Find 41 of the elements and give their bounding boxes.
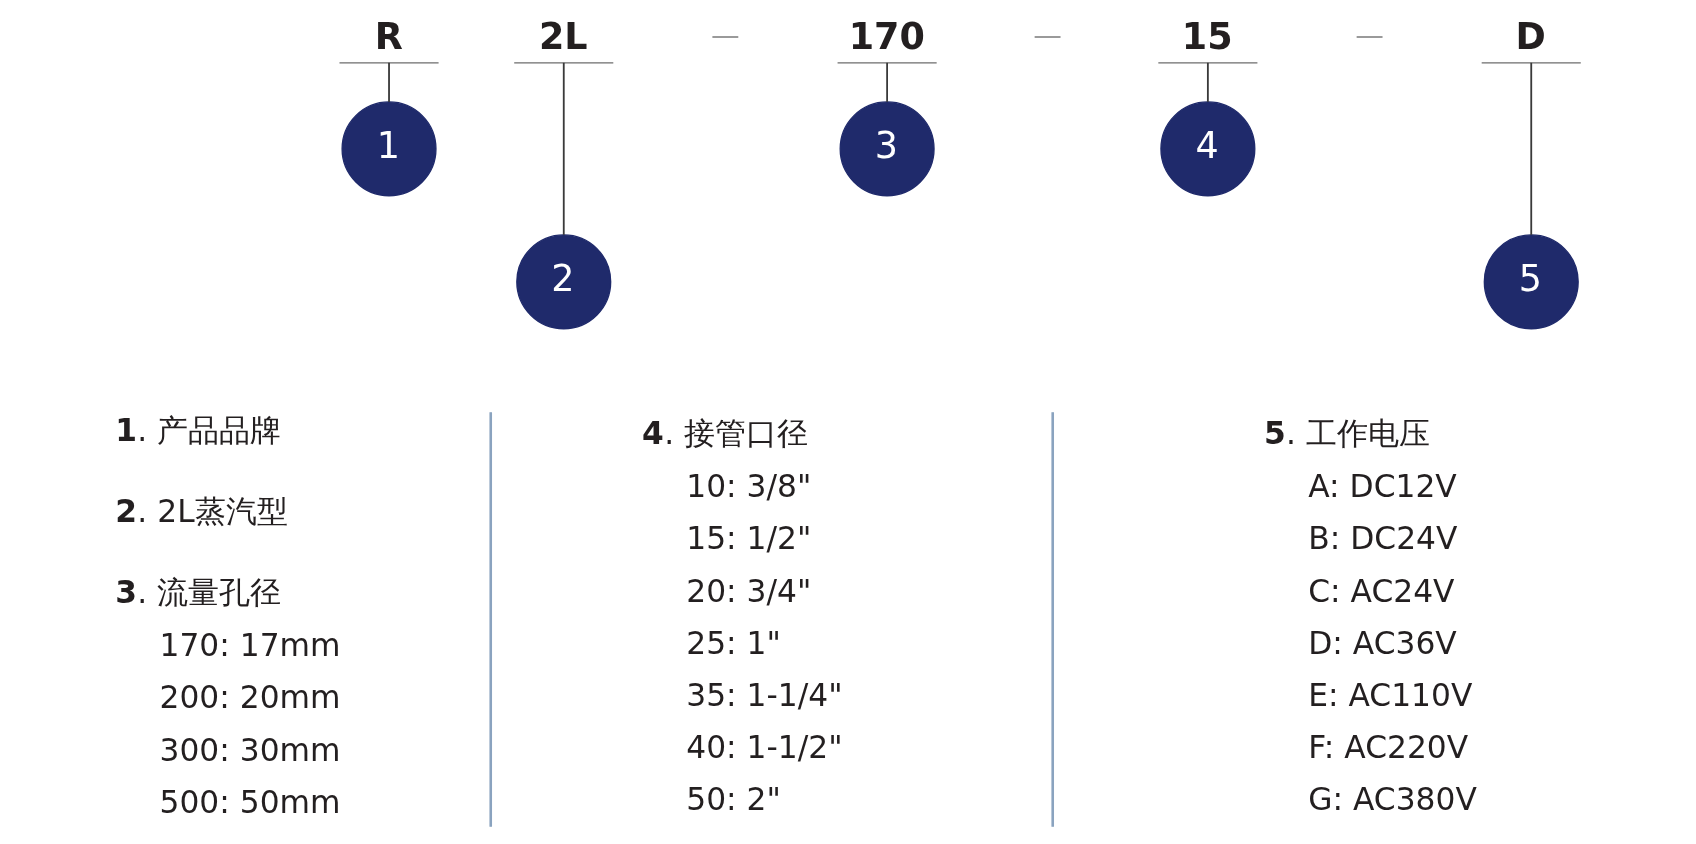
label: 10: 3/8" bbox=[686, 468, 812, 505]
label: A: DC12V bbox=[1308, 468, 1457, 505]
label: — bbox=[1033, 18, 1062, 53]
label: F: AC220V bbox=[1308, 729, 1469, 766]
label: — bbox=[1355, 18, 1384, 53]
label: 300: 30mm bbox=[159, 731, 341, 768]
connector bbox=[1530, 61, 1533, 236]
label: 20: 3/4" bbox=[686, 572, 812, 609]
label: 50: 2" bbox=[686, 781, 781, 818]
node-text: R bbox=[374, 14, 403, 58]
connector bbox=[388, 61, 390, 103]
node-circle: 2 bbox=[516, 234, 612, 330]
label: 5. 工作电压 bbox=[1263, 414, 1430, 451]
label: 35: 1-1/4" bbox=[686, 676, 843, 713]
node-text: 2L bbox=[538, 14, 588, 58]
label: 2. 2L蒸汽型 bbox=[115, 493, 288, 530]
label: E: AC110V bbox=[1308, 676, 1473, 713]
node-text: 170 bbox=[848, 14, 925, 58]
node-circle: 5 bbox=[1483, 234, 1579, 330]
label: 4. 接管口径 bbox=[641, 414, 809, 451]
label: D: AC36V bbox=[1308, 624, 1457, 661]
label: 170: 17mm bbox=[159, 627, 341, 664]
label: 3. 流量孔径 bbox=[115, 573, 282, 610]
label: G: AC380V bbox=[1308, 781, 1477, 818]
node-circle: 4 bbox=[1160, 101, 1256, 197]
label: 500: 50mm bbox=[159, 783, 341, 820]
label: 40: 1-1/2" bbox=[686, 729, 843, 766]
node-circle: 3 bbox=[839, 101, 935, 197]
label: C: AC24V bbox=[1308, 572, 1455, 609]
label: — bbox=[711, 18, 740, 53]
label: 15: 1/2" bbox=[686, 520, 812, 557]
label: 25: 1" bbox=[686, 624, 781, 661]
label: B: DC24V bbox=[1308, 520, 1458, 557]
connector bbox=[562, 61, 565, 236]
node-text: 15 bbox=[1181, 14, 1233, 58]
node-text: D bbox=[1515, 14, 1546, 58]
label: 1. 产品品牌 bbox=[115, 412, 282, 449]
label: 200: 20mm bbox=[159, 679, 341, 716]
connector bbox=[1206, 61, 1209, 103]
node-circle: 1 bbox=[341, 101, 437, 197]
connector bbox=[886, 61, 889, 103]
